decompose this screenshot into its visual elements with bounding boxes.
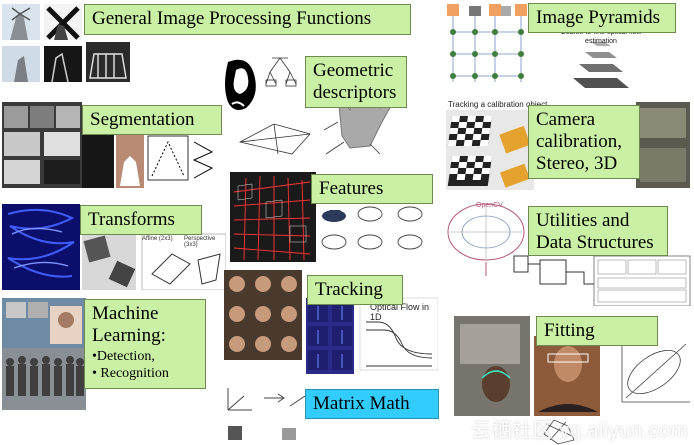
tracking-label: Tracking [307,275,403,305]
camera-calibration-line3: Stereo, 3D [536,153,618,174]
general-processing-thumbnails [2,4,130,82]
features-label: Features [311,174,433,204]
transforms-label: Transforms [80,205,202,235]
tracking-figure: Optical Flow in 1D [224,270,438,374]
transforms-text: Transforms [88,209,175,230]
machine-learning-recognition: • Recognition [92,366,169,381]
affine-caption: Affine (2x3) [142,236,173,242]
machine-learning-detection: •Detection, [92,349,155,364]
utilities-line2: Data Structures [536,232,654,253]
image-pyramids-text: Image Pyramids [536,7,661,28]
geometric-descriptors-label: Geometric descriptors [305,56,407,108]
machine-learning-title: Machine Learning: [92,303,166,346]
machine-learning-thumbnails [2,298,86,410]
image-pyramids-label: Image Pyramids [528,3,676,33]
camera-calibration-line1: Camera [536,109,596,130]
perspective-caption: Perspective (3x3) [184,236,216,248]
general-processing-text: General Image Processing Functions [92,8,372,29]
segmentation-thumbnails [2,102,226,188]
fitting-figure [454,316,694,445]
geometric-descriptors-line1: Geometric [313,60,394,81]
segmentation-text: Segmentation [90,109,195,130]
utilities-figure: OpenCV [444,196,694,306]
fitting-label: Fitting [536,316,658,346]
matrix-math-label: Matrix Math [305,389,439,419]
utilities-label: Utilities and Data Structures [528,206,668,256]
tracking-text: Tracking [315,279,383,300]
tracking-calibration-caption: Tracking a calibration object [448,100,548,109]
utilities-line1: Utilities and [536,210,630,231]
segmentation-label: Segmentation [82,105,222,135]
camera-calibration-label: Camera calibration, Stereo, 3D [528,105,640,179]
features-text: Features [319,178,384,199]
watermark-text: 云栖社区 yq.aliyun.com [471,420,688,442]
matrix-math-text: Matrix Math [313,393,410,414]
features-figure [230,172,436,262]
camera-calibration-figure: Tracking a calibration object [444,100,692,192]
machine-learning-label: Machine Learning: •Detection, • Recognit… [84,299,206,389]
camera-calibration-line2: calibration, [536,131,622,152]
matrix-math-figure [224,384,310,442]
geometric-descriptors-line2: descriptors [313,82,397,103]
optical-flow-caption: Optical Flow in 1D [370,302,430,322]
fitting-text: Fitting [544,320,595,341]
opencv-caption: OpenCV [476,202,503,209]
general-processing-label: General Image Processing Functions [84,4,411,35]
